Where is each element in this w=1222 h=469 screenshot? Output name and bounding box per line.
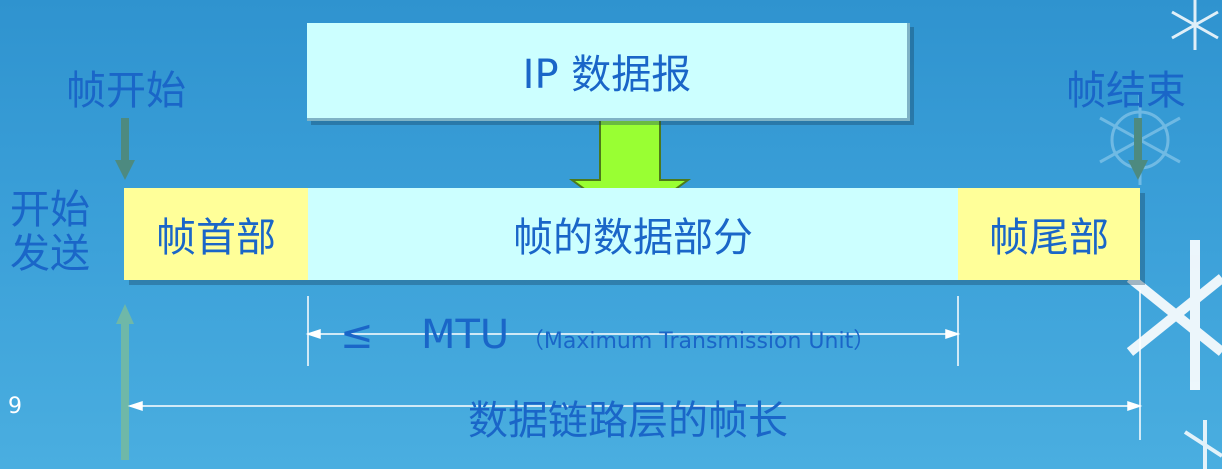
- snowflake-icon: [1183, 420, 1222, 469]
- frame-length-label: 数据链路层的帧长: [468, 398, 788, 444]
- mtu-full-name: （Maximum Transmission Unit）: [521, 329, 876, 354]
- frame-trailer-cell: 帧尾部: [958, 188, 1140, 280]
- start-send-line-1: 开始: [10, 187, 90, 233]
- start-send-label: 开始 发送: [10, 188, 90, 276]
- snowflake-icon: [1171, 0, 1219, 50]
- start-send-line-2: 发送: [10, 231, 90, 277]
- frame-end-arrow: [1128, 118, 1148, 180]
- ip-datagram-label: IP 数据报: [522, 51, 692, 98]
- frame-length-dimension-line: [127, 290, 1143, 440]
- mtu-acronym: MTU: [420, 312, 510, 358]
- frame-header-cell: 帧首部: [124, 188, 308, 280]
- frame-trailer-label: 帧尾部: [989, 215, 1109, 261]
- frame-start-label: 帧开始: [66, 68, 186, 114]
- frame-start-arrow: [115, 118, 135, 180]
- ip-datagram-box: IP 数据报: [307, 23, 910, 121]
- page-number: 9: [8, 394, 22, 419]
- frame-header-label: 帧首部: [156, 215, 276, 261]
- frame-structure: 帧首部 帧的数据部分 帧尾部: [124, 188, 1140, 280]
- frame-data-label: 帧的数据部分: [513, 215, 753, 261]
- frame-data-cell: 帧的数据部分: [308, 188, 958, 280]
- mtu-label: ≤ MTU （Maximum Transmission Unit）: [340, 312, 875, 358]
- mtu-dimension-line: [305, 296, 961, 366]
- frame-end-label: 帧结束: [1066, 68, 1186, 114]
- mtu-symbol: ≤: [340, 312, 374, 358]
- start-send-arrow: [116, 304, 134, 460]
- snowflake-icon: [1126, 240, 1222, 390]
